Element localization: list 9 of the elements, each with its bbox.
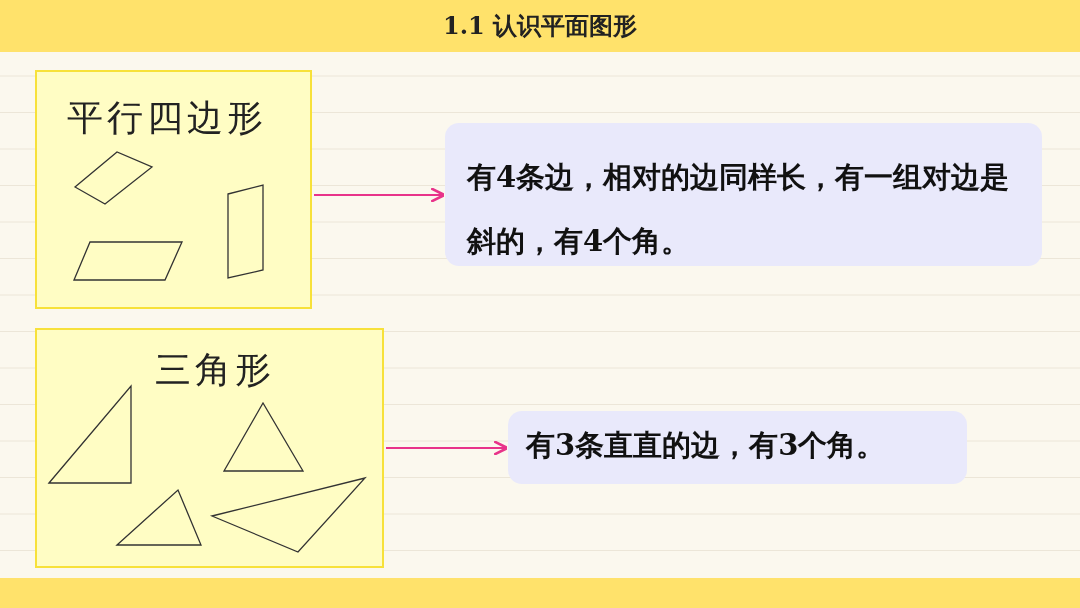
card-heading: 三角形 [155,348,275,392]
description-box: 有4条边，相对的边同样长，有一组对边是斜的，有4个角。 [445,123,1042,266]
shape-card [35,70,312,309]
arrow [314,187,446,203]
card-heading: 平行四边形 [67,96,267,140]
description-box: 有3条直直的边，有3个角。 [508,411,967,484]
shape-card [35,328,384,568]
arrow [386,440,509,456]
title: 1.1 认识平面图形 [442,11,638,40]
